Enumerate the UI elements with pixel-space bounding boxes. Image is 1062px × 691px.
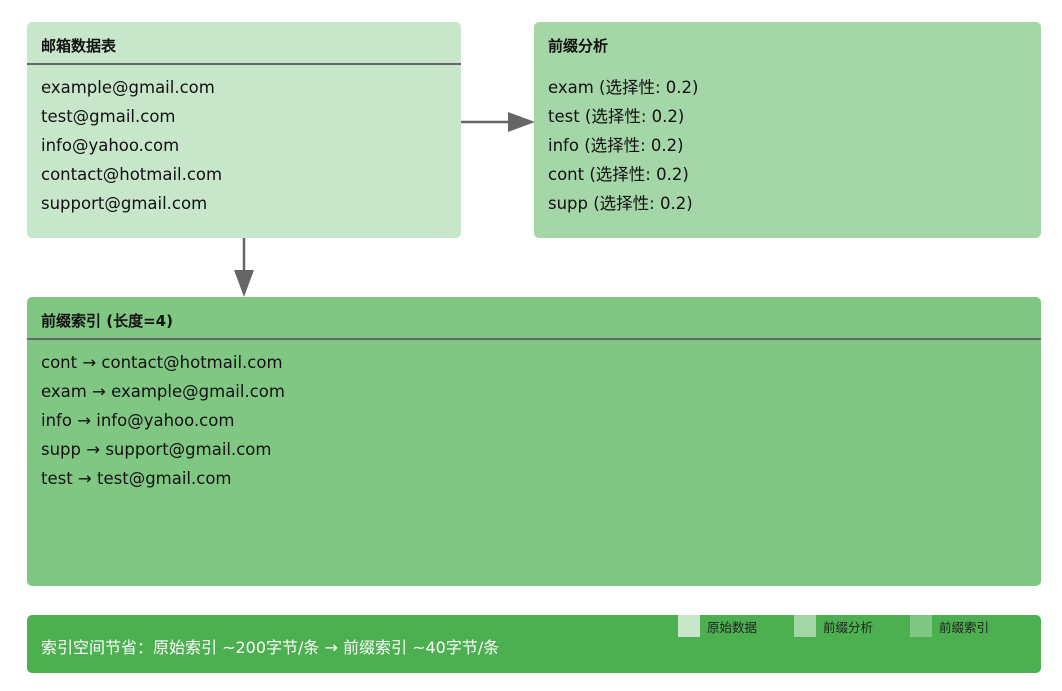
arrow-down-head: [234, 270, 254, 297]
prefix-index-box: 前缀索引 (长度=4) cont → contact@hotmail.com e…: [27, 297, 1041, 586]
prefix-analysis-item: supp (选择性: 0.2): [548, 194, 693, 213]
prefix-analysis-title: 前缀分析: [548, 37, 609, 55]
legend-item-prefix-analysis: 前缀分析: [794, 615, 873, 637]
arrow-right-head: [508, 112, 535, 132]
legend-label: 原始数据: [707, 619, 758, 635]
prefix-analysis-item: exam (选择性: 0.2): [548, 78, 699, 97]
legend-swatch: [678, 615, 700, 637]
footer-text: 索引空间节省：原始索引 ~200字节/条 → 前缀索引 ~40字节/条: [41, 638, 500, 657]
prefix-index-title: 前缀索引 (长度=4): [41, 312, 173, 330]
prefix-index-item: info → info@yahoo.com: [41, 411, 235, 430]
prefix-analysis-box: 前缀分析 exam (选择性: 0.2) test (选择性: 0.2) inf…: [534, 22, 1041, 238]
email-item: contact@hotmail.com: [41, 165, 223, 184]
prefix-index-item: test → test@gmail.com: [41, 469, 232, 488]
email-item: test@gmail.com: [41, 107, 176, 126]
prefix-index-item: supp → support@gmail.com: [41, 440, 272, 459]
email-table-divider: [27, 63, 461, 65]
prefix-index-item: cont → contact@hotmail.com: [41, 353, 283, 372]
email-table-list: example@gmail.com test@gmail.com info@ya…: [41, 73, 222, 218]
email-item: support@gmail.com: [41, 194, 208, 213]
prefix-analysis-item: test (选择性: 0.2): [548, 107, 685, 126]
email-item: info@yahoo.com: [41, 136, 180, 155]
prefix-analysis-list: exam (选择性: 0.2) test (选择性: 0.2) info (选择…: [548, 73, 698, 218]
legend-label: 前缀分析: [823, 619, 874, 635]
legend-label: 前缀索引: [939, 619, 990, 635]
legend-swatch: [794, 615, 816, 637]
prefix-analysis-item: cont (选择性: 0.2): [548, 165, 689, 184]
legend-item-prefix-index: 前缀索引: [910, 615, 989, 637]
arrow-down: [234, 238, 254, 297]
prefix-index-divider: [27, 338, 1041, 340]
prefix-analysis-item: info (选择性: 0.2): [548, 136, 684, 155]
legend-swatch: [910, 615, 932, 637]
prefix-index-item: exam → example@gmail.com: [41, 382, 285, 401]
email-item: example@gmail.com: [41, 78, 215, 97]
prefix-index-list: cont → contact@hotmail.com exam → exampl…: [41, 348, 285, 493]
email-table-box: 邮箱数据表 example@gmail.com test@gmail.com i…: [27, 22, 461, 238]
email-table-title: 邮箱数据表: [41, 37, 117, 55]
footer-bar: 索引空间节省：原始索引 ~200字节/条 → 前缀索引 ~40字节/条: [27, 615, 1041, 673]
legend-item-raw-data: 原始数据: [678, 615, 757, 637]
arrow-right: [461, 112, 535, 132]
